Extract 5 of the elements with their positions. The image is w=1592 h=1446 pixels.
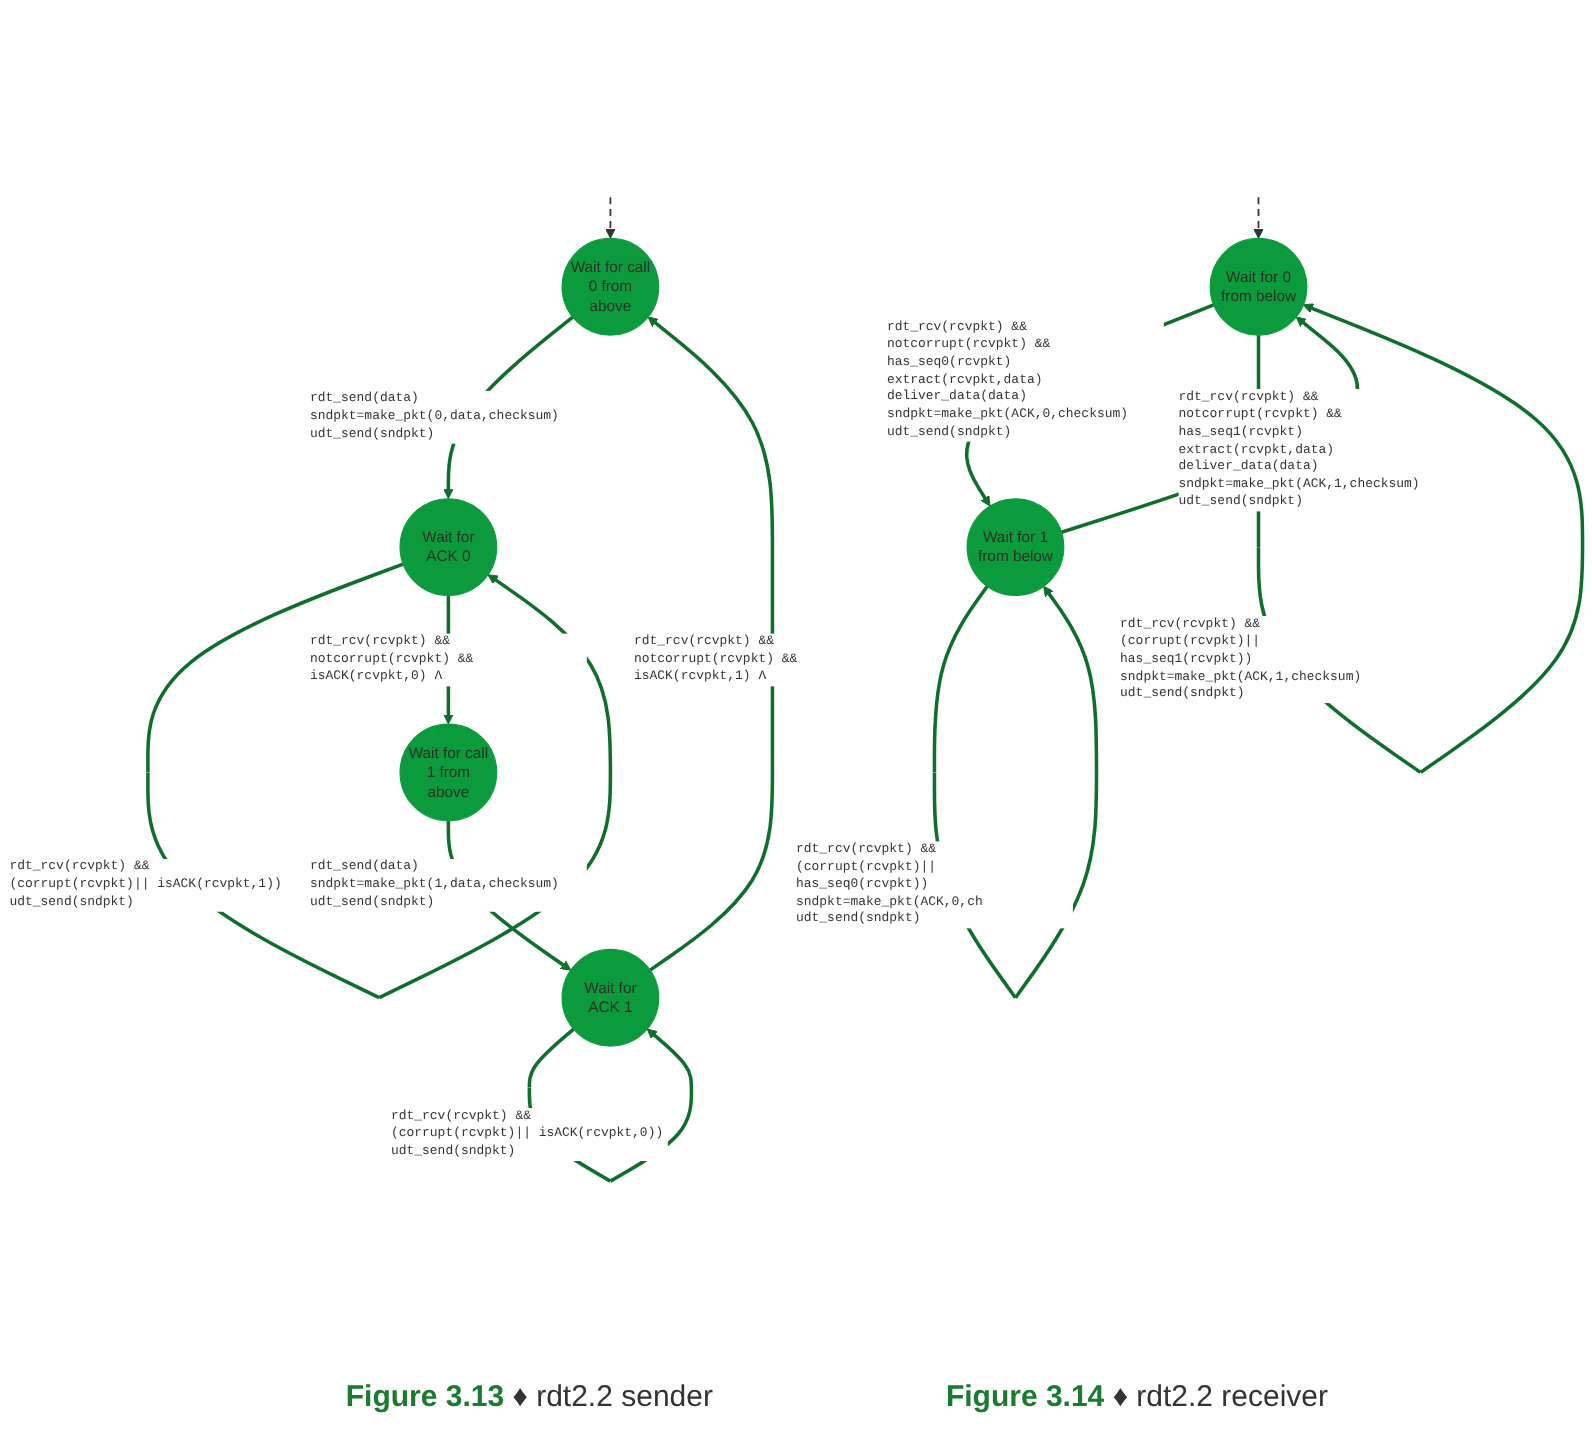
arrow: [605, 196, 616, 240]
figure-caption: Figure 3.14 ♦ rdt2.2 receiver: [945, 1380, 1329, 1414]
arrow: [647, 317, 775, 973]
arrow: [1253, 196, 1264, 240]
figure-caption: Figure 3.13 ♦ rdt2.2 sender: [345, 1380, 713, 1414]
